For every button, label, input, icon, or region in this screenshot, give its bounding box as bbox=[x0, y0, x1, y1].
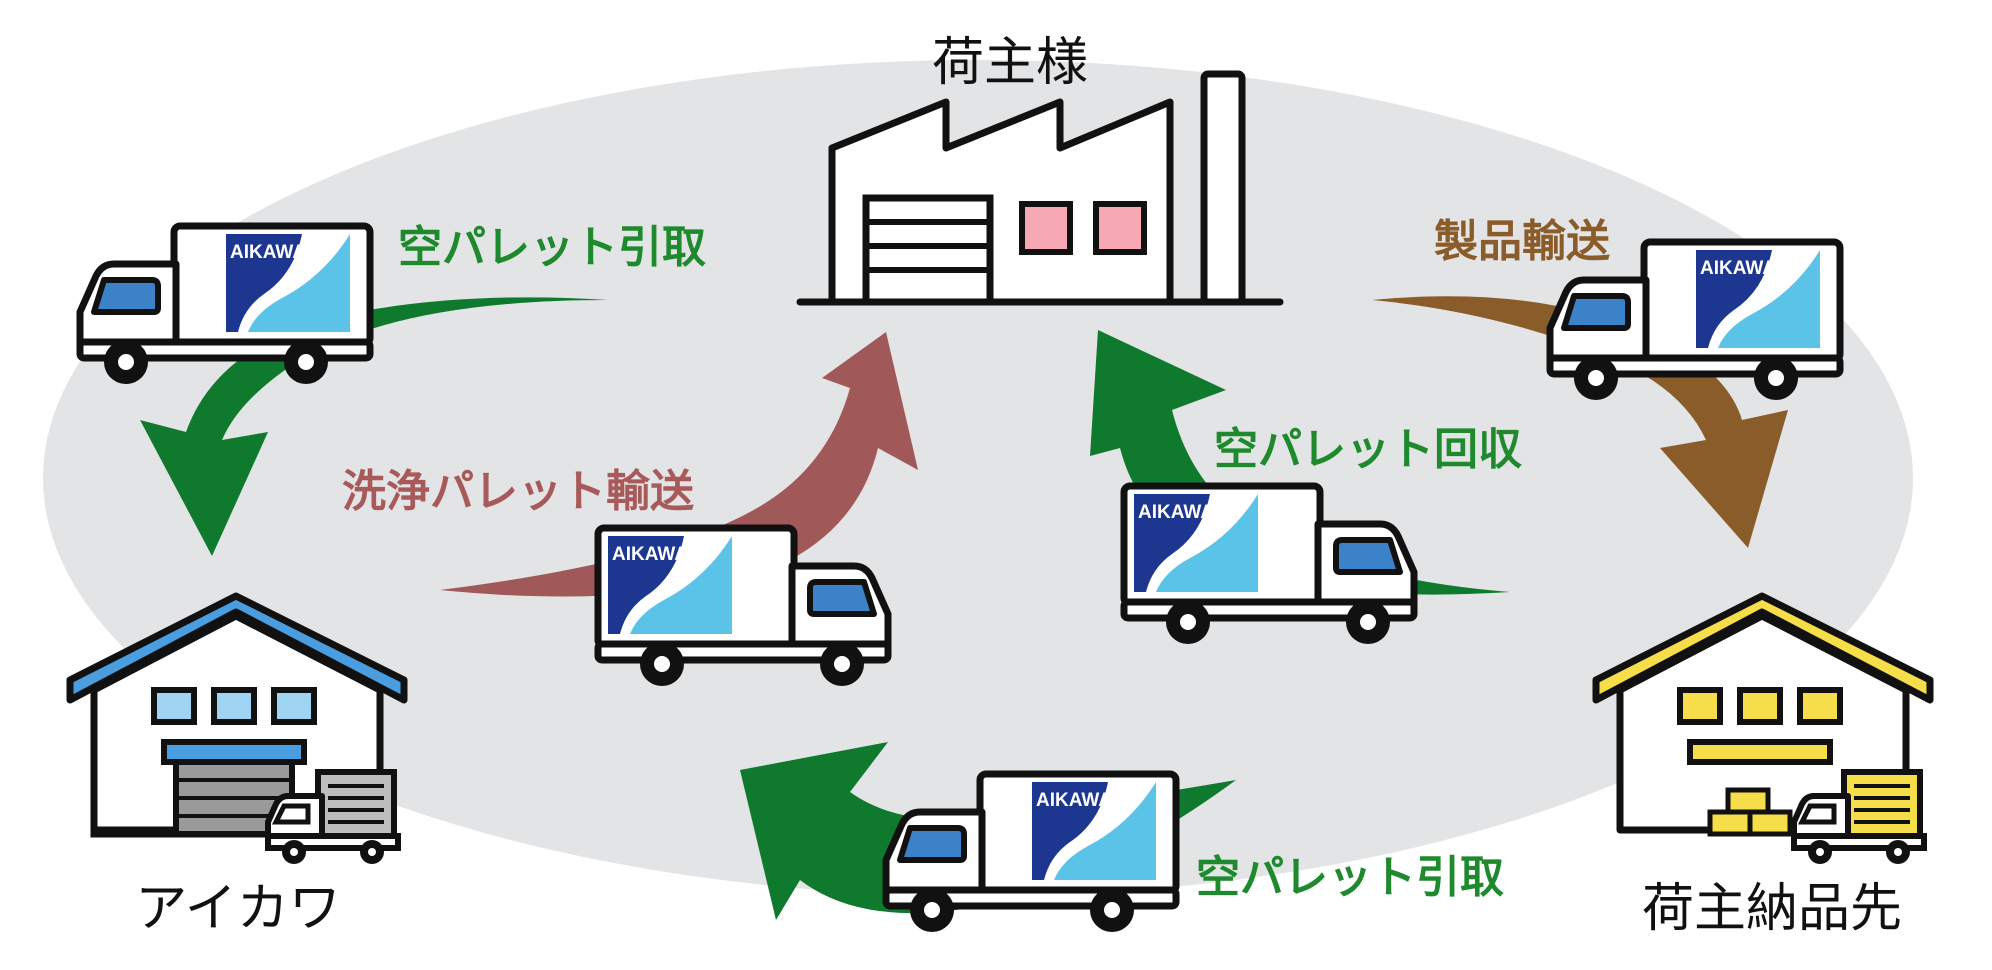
delivery-warehouse-icon bbox=[1592, 592, 1934, 864]
empty-collection-label: 空パレット回収 bbox=[1214, 424, 1522, 475]
factory-icon bbox=[796, 70, 1284, 306]
aikawa-warehouse-icon bbox=[66, 592, 408, 864]
cycle-background bbox=[43, 60, 1913, 896]
empty-pickup-bottom-label: 空パレット引取 bbox=[1196, 852, 1504, 903]
empty-pickup-top-label: 空パレット引取 bbox=[398, 222, 706, 273]
shipper-label: 荷主様 bbox=[932, 33, 1088, 93]
aikawa-label: アイカワ bbox=[135, 879, 340, 939]
truck-icon-top-left bbox=[80, 226, 370, 384]
delivery-label: 荷主納品先 bbox=[1642, 879, 1902, 939]
product-transport-label: 製品輸送 bbox=[1434, 216, 1610, 267]
clean-transport-label: 洗浄パレット輸送 bbox=[342, 466, 694, 517]
clean-transport-arrow bbox=[440, 332, 918, 597]
empty-pickup-top-arrow bbox=[140, 297, 608, 556]
